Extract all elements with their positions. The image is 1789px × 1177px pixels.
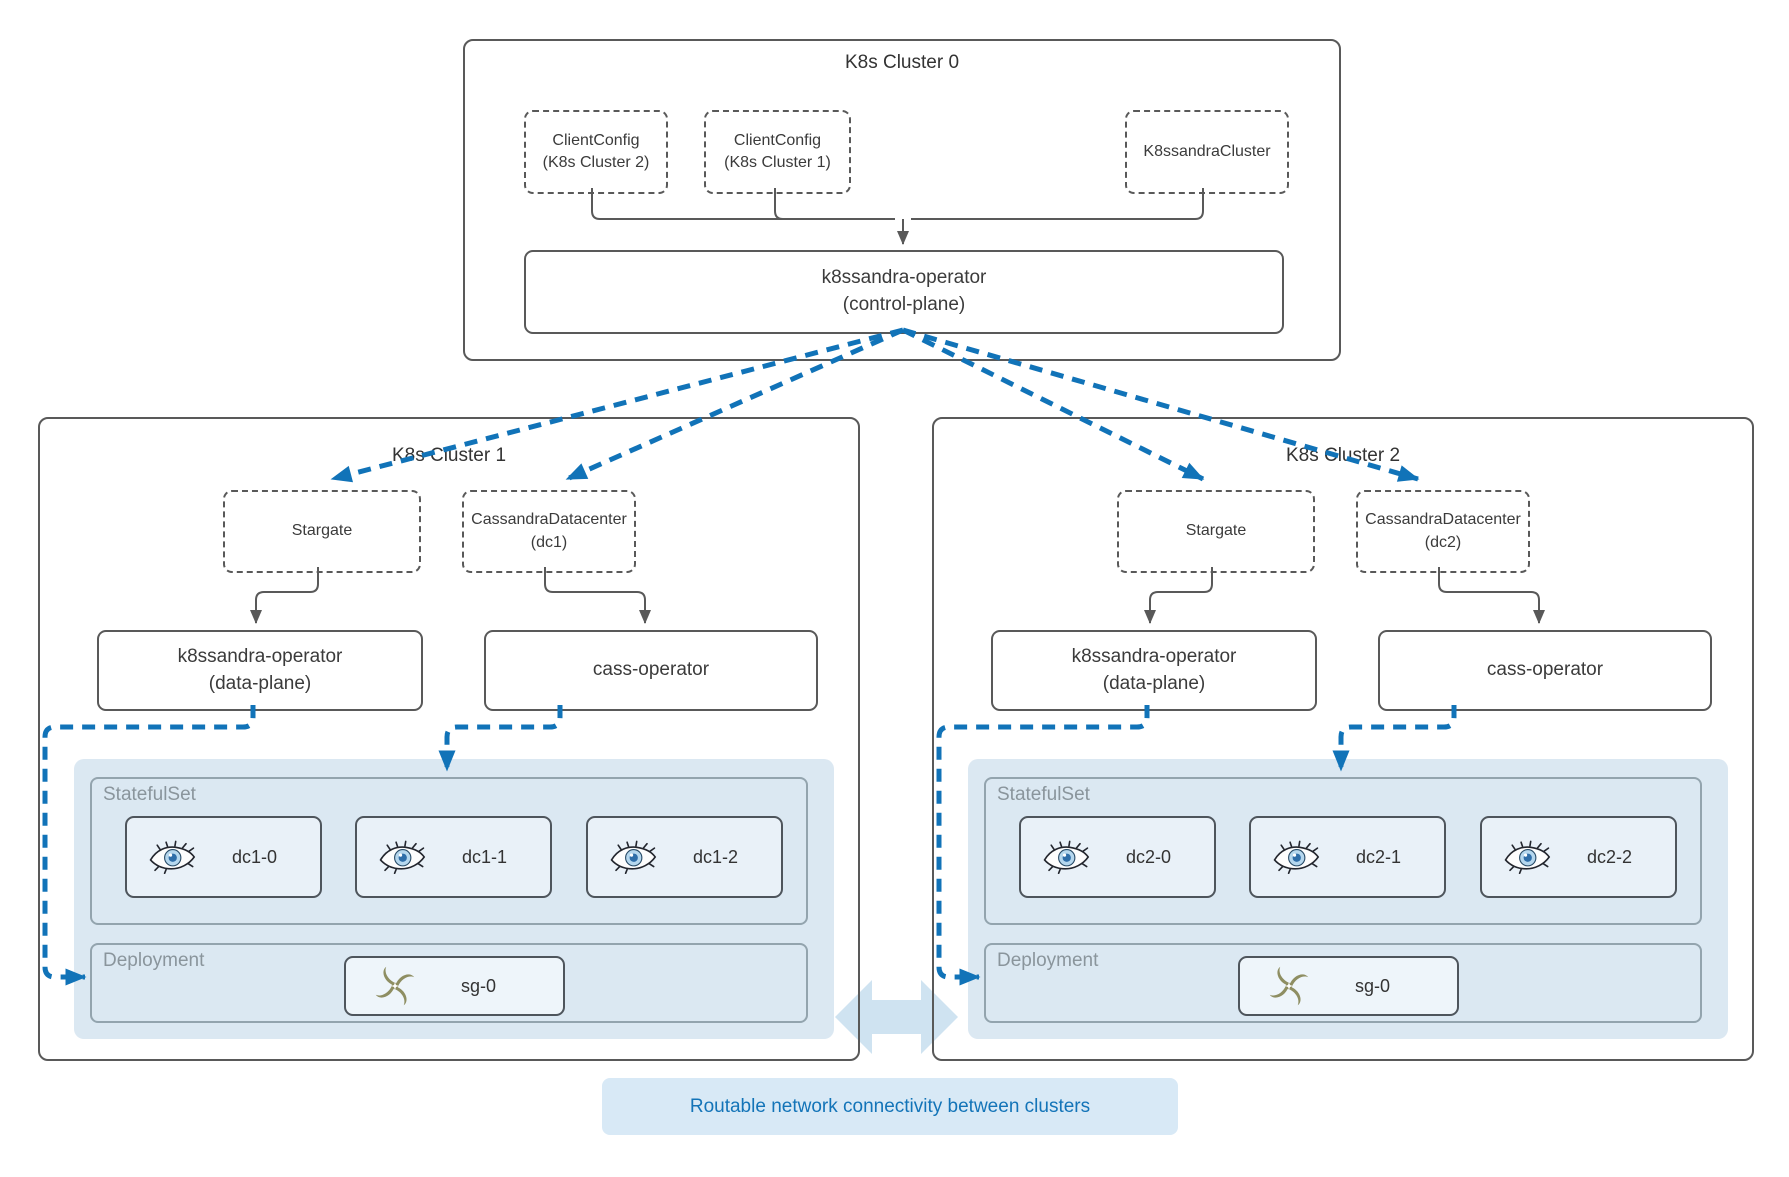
- k8ssandracluster-node: K8ssandraCluster: [1125, 110, 1289, 194]
- cluster2-operator-line1: k8ssandra-operator: [1071, 645, 1237, 667]
- clientconfig-k8s-cluster1-line2: (K8s Cluster 1): [724, 154, 831, 171]
- stargate-swirl-icon: [375, 966, 415, 1006]
- cluster2-k8ssandra-operator-data-plane-node: k8ssandra-operator (data-plane): [991, 630, 1317, 711]
- network-note: Routable network connectivity between cl…: [602, 1078, 1178, 1135]
- cluster1-k8ssandra-operator-data-plane-node: k8ssandra-operator (data-plane): [97, 630, 423, 711]
- pod-label: dc1-0: [231, 846, 278, 867]
- k8ssandracluster-label: K8ssandraCluster: [1143, 142, 1271, 160]
- cluster2-cass-operator-node: cass-operator: [1378, 630, 1712, 711]
- cluster1-deployment-label: Deployment: [103, 950, 205, 971]
- cluster1-cass-operator-label: cass-operator: [592, 659, 710, 681]
- pod-label: dc2-2: [1586, 846, 1633, 867]
- pod-label: dc2-1: [1355, 846, 1402, 867]
- k8ssandra-operator-control-plane-node: k8ssandra-operator (control-plane): [524, 250, 1284, 334]
- cluster2-deployment-label: Deployment: [997, 950, 1099, 971]
- cluster1-cassdc-line1: CassandraDatacenter: [471, 511, 627, 529]
- cluster0-box: K8s Cluster 0 ClientConfig (K8s Cluster …: [463, 39, 1341, 361]
- eye-icon: [610, 840, 657, 874]
- cluster1-cassandradatacenter-node: CassandraDatacenter (dc1): [462, 490, 636, 573]
- cluster1-statefulset-container: StatefulSet dc1-0: [90, 777, 808, 925]
- network-note-text: Routable network connectivity between cl…: [689, 1095, 1091, 1117]
- pod-label: dc1-1: [461, 846, 508, 867]
- cluster1-cassdc-line2: (dc1): [530, 533, 568, 551]
- cluster2-cass-operator-label: cass-operator: [1486, 659, 1604, 681]
- control-plane-line2: (control-plane): [842, 294, 966, 315]
- cluster2-pod-dc2-0: dc2-0: [1019, 816, 1216, 898]
- cluster1-operator-line1: k8ssandra-operator: [177, 645, 343, 667]
- eye-icon: [1504, 840, 1551, 874]
- eye-icon: [149, 840, 196, 874]
- cluster1-stargate-node: Stargate: [223, 490, 421, 573]
- cluster1-pod-dc1-1: dc1-1: [355, 816, 552, 898]
- cluster1-resources-panel: StatefulSet dc1-0: [74, 759, 834, 1039]
- cluster2-pod-dc2-1: dc2-1: [1249, 816, 1446, 898]
- cluster2-title: K8s Cluster 2: [1285, 445, 1401, 466]
- cluster1-pod-dc1-2: dc1-2: [586, 816, 783, 898]
- eye-icon: [1043, 840, 1090, 874]
- cluster2-cassandradatacenter-node: CassandraDatacenter (dc2): [1356, 490, 1530, 573]
- cluster1-pod-dc1-0: dc1-0: [125, 816, 322, 898]
- cluster2-pod-dc2-2: dc2-2: [1480, 816, 1677, 898]
- cluster1-stargate-label: Stargate: [291, 522, 353, 540]
- cluster2-stargate-pod: sg-0: [1238, 956, 1459, 1016]
- cluster1-statefulset-label: StatefulSet: [103, 784, 196, 805]
- cluster1-box: K8s Cluster 1 Stargate CassandraDatacent…: [38, 417, 860, 1061]
- pod-label: dc2-0: [1125, 846, 1172, 867]
- cluster1-operator-line2: (data-plane): [208, 672, 312, 694]
- cluster2-statefulset-label: StatefulSet: [997, 784, 1090, 805]
- clientconfig-k8s-cluster2-line2: (K8s Cluster 2): [542, 154, 650, 171]
- eye-icon: [1273, 840, 1320, 874]
- cluster1-deployment-container: Deployment sg-0: [90, 943, 808, 1023]
- cluster1-stargate-pod: sg-0: [344, 956, 565, 1016]
- pod-label: dc1-2: [692, 846, 739, 867]
- cluster0-title: K8s Cluster 0: [844, 52, 960, 73]
- clientconfig-k8s-cluster2-line1: ClientConfig: [552, 131, 640, 149]
- clientconfig-k8s-cluster2-node: ClientConfig (K8s Cluster 2): [524, 110, 668, 194]
- cluster2-stargate-label: Stargate: [1185, 522, 1247, 540]
- stargate-pod-label: sg-0: [460, 975, 496, 996]
- cluster2-cassdc-line2: (dc2): [1424, 533, 1462, 551]
- cluster1-title: K8s Cluster 1: [391, 445, 507, 466]
- cluster2-statefulset-container: StatefulSet dc2-0: [984, 777, 1702, 925]
- eye-icon: [379, 840, 426, 874]
- clientconfig-k8s-cluster1-line1: ClientConfig: [733, 131, 822, 149]
- clientconfig-k8s-cluster1-node: ClientConfig (K8s Cluster 1): [704, 110, 851, 194]
- cluster2-stargate-node: Stargate: [1117, 490, 1315, 573]
- cluster2-cassdc-line1: CassandraDatacenter: [1365, 511, 1521, 529]
- stargate-swirl-icon: [1269, 966, 1309, 1006]
- cluster2-box: K8s Cluster 2 Stargate CassandraDatacent…: [932, 417, 1754, 1061]
- cluster2-resources-panel: StatefulSet dc2-0: [968, 759, 1728, 1039]
- cluster1-cass-operator-node: cass-operator: [484, 630, 818, 711]
- cluster2-operator-line2: (data-plane): [1102, 672, 1206, 694]
- cluster2-deployment-container: Deployment sg-0: [984, 943, 1702, 1023]
- control-plane-line1: k8ssandra-operator: [821, 267, 987, 289]
- stargate-pod-label: sg-0: [1354, 975, 1390, 996]
